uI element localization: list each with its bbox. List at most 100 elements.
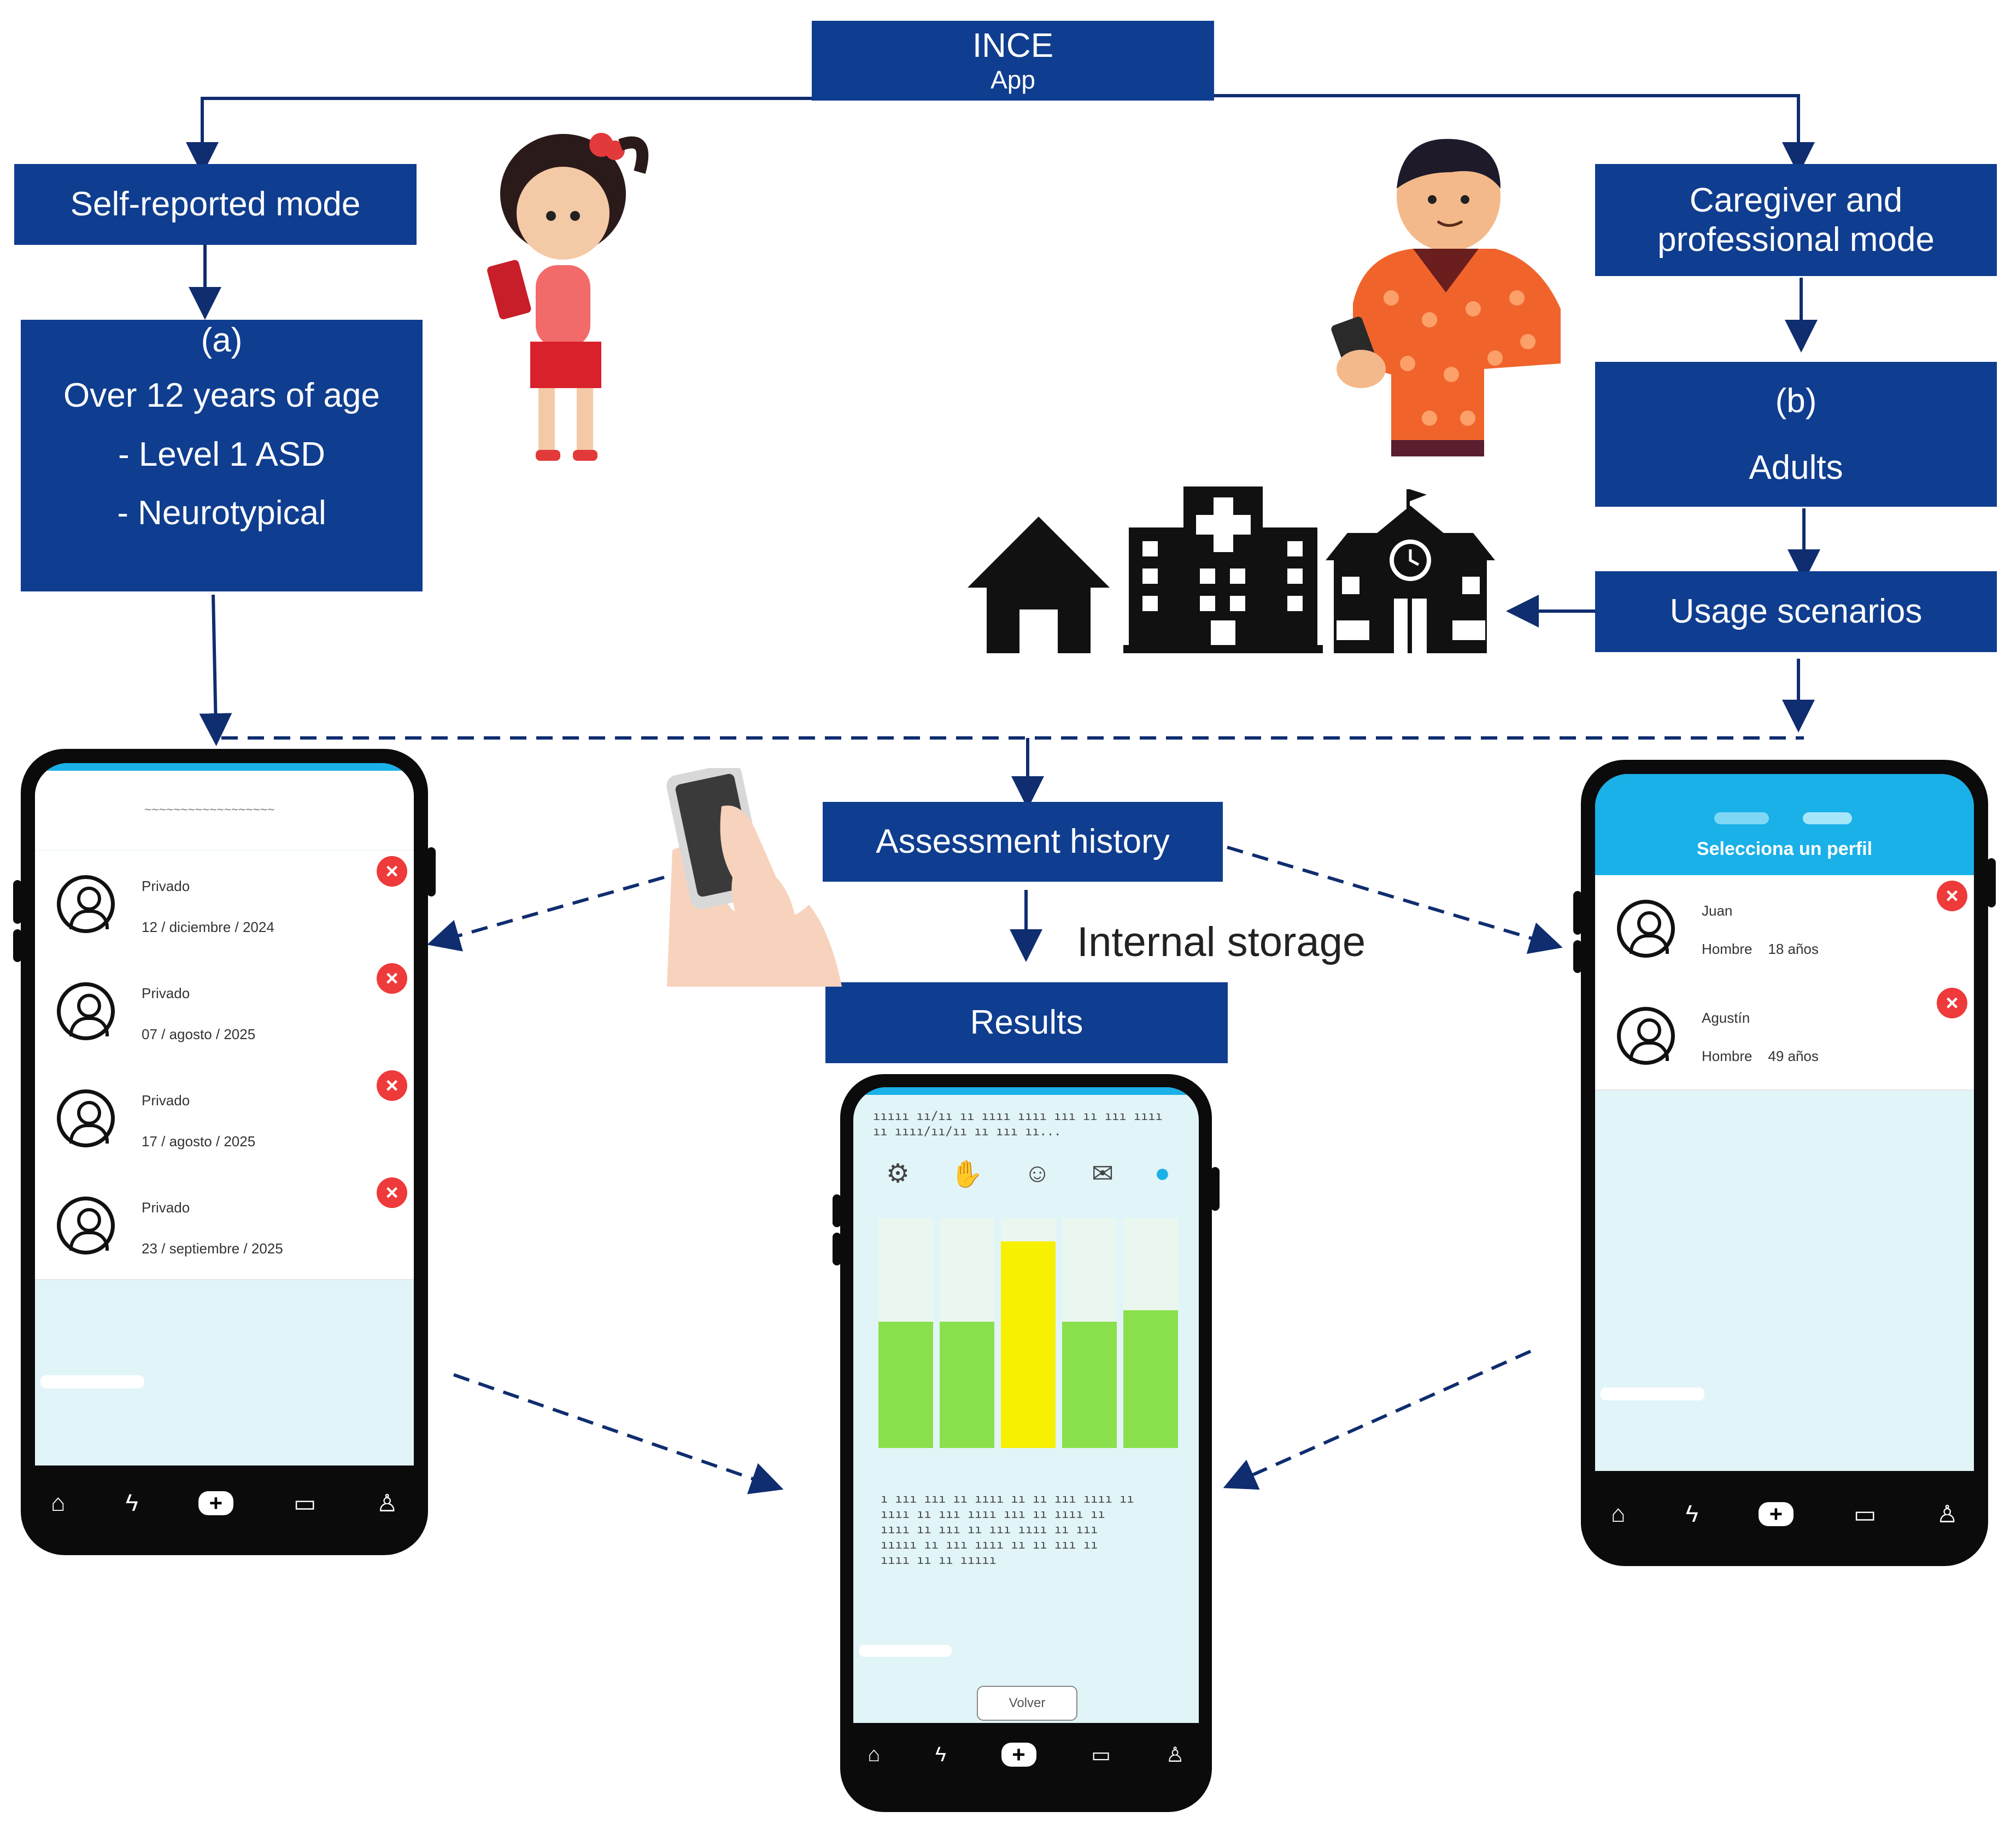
center-phone: ııııı ıı/ıı ıı ıııı ıııı ııı ıı ııı ıııı… xyxy=(833,1074,1220,1812)
profile-header: Selecciona un perfil xyxy=(1696,839,1873,859)
profile-b-line-1: Adults xyxy=(1749,448,1843,486)
add-icon[interactable]: + xyxy=(1758,1501,1794,1527)
hand-phone-icon xyxy=(666,768,842,987)
add-icon[interactable]: + xyxy=(198,1490,233,1516)
left-phone-screen: ~~~~~~~~~~~~~~~~~~ Privado 12 / diciembr… xyxy=(35,763,414,1465)
arrow-right-phone-results xyxy=(1223,1350,1532,1490)
bar-4 xyxy=(1062,1322,1117,1448)
list-item[interactable]: Juan Hombre 18 años × xyxy=(1595,875,1974,983)
bar-1 xyxy=(878,1322,933,1448)
user-icon[interactable]: ♙ xyxy=(1936,1500,1958,1528)
delete-icon[interactable]: × xyxy=(1937,881,1967,911)
bar-5 xyxy=(1123,1310,1178,1448)
item-title: Privado xyxy=(142,878,190,894)
bar-3 xyxy=(1001,1241,1056,1448)
home-icon[interactable]: ⌂ xyxy=(868,1743,881,1766)
arrow-root-left xyxy=(186,97,814,175)
item-date: 07 / agosto / 2025 xyxy=(142,1026,256,1042)
item-detail: Hombre 18 años xyxy=(1702,941,1819,957)
right-phone-screen: Selecciona un perfil Juan Hombre 18 años… xyxy=(1595,774,1974,1471)
list-item[interactable]: Privado 07 / agosto / 2025 × xyxy=(35,958,414,1066)
list-item[interactable]: Privado 17 / agosto / 2025 × xyxy=(35,1065,414,1173)
chat-icon: ✉ xyxy=(1092,1159,1114,1188)
usage-scenarios-box: Usage scenarios xyxy=(1595,571,1997,652)
item-date: 12 / diciembre / 2024 xyxy=(142,919,274,935)
item-date: 17 / agosto / 2025 xyxy=(142,1133,256,1150)
arrow-history-right-phone xyxy=(1227,846,1563,954)
user-icon[interactable]: ♙ xyxy=(376,1490,398,1517)
profile-a-label: (a) xyxy=(201,321,243,359)
results-chart xyxy=(878,1218,1178,1448)
list-item[interactable]: Privado 23 / septiembre / 2025 × xyxy=(35,1172,414,1280)
item-title: Privado xyxy=(142,1199,190,1216)
item-detail: Hombre 49 años xyxy=(1702,1048,1819,1064)
assessment-history-label: Assessment history xyxy=(876,823,1170,861)
item-title: Agustín xyxy=(1702,1010,1750,1026)
root-title: INCE xyxy=(972,26,1054,65)
bottom-nav: ⌂ ϟ + ▭ ♙ xyxy=(1581,1492,1988,1536)
profile-a-box: (a) Over 12 years of age - Level 1 ASD -… xyxy=(21,320,423,591)
arrow-left-down xyxy=(199,594,232,746)
bulb-icon: ● xyxy=(1154,1159,1170,1188)
assessment-history-box: Assessment history xyxy=(823,802,1223,882)
bottom-nav: ⌂ ϟ + ▭ ♙ xyxy=(840,1733,1212,1777)
bar-2 xyxy=(940,1322,994,1448)
item-title: Juan xyxy=(1702,902,1733,919)
card-icon[interactable]: ▭ xyxy=(1091,1743,1111,1767)
right-phone: Selecciona un perfil Juan Hombre 18 años… xyxy=(1573,760,1996,1566)
caregiver-mode-label: Caregiver and professional mode xyxy=(1657,181,1935,259)
delete-icon[interactable]: × xyxy=(377,1070,407,1101)
internal-storage-label: Internal storage xyxy=(1077,919,1366,965)
bottom-nav: ⌂ ϟ + ▭ ♙ xyxy=(21,1481,428,1525)
usage-scenarios-label: Usage scenarios xyxy=(1669,593,1923,631)
root-subtitle: App xyxy=(991,66,1035,95)
delete-icon[interactable]: × xyxy=(377,1177,407,1208)
results-label: Results xyxy=(970,1004,1083,1042)
center-phone-screen: ııııı ıı/ıı ıı ıııı ıııı ııı ıı ııı ıııı… xyxy=(853,1087,1199,1723)
results-box: Results xyxy=(825,982,1228,1063)
brain-icon: ⚙ xyxy=(886,1159,910,1188)
list-item[interactable]: Agustín Hombre 49 años × xyxy=(1595,982,1974,1091)
man-illustration xyxy=(1331,139,1561,456)
add-icon[interactable]: + xyxy=(1001,1742,1036,1767)
hospital-icon xyxy=(1123,486,1323,653)
lightning-icon[interactable]: ϟ xyxy=(1685,1500,1698,1527)
avatar xyxy=(57,1089,115,1147)
profile-a-line-2: - Level 1 ASD xyxy=(118,435,326,473)
card-icon[interactable]: ▭ xyxy=(1853,1500,1877,1528)
delete-icon[interactable]: × xyxy=(377,963,407,994)
avatar xyxy=(57,982,115,1040)
left-phone: ~~~~~~~~~~~~~~~~~~ Privado 12 / diciembr… xyxy=(13,749,436,1555)
avatar xyxy=(57,1197,115,1254)
user-icon[interactable]: ♙ xyxy=(1165,1743,1185,1767)
people-icon: ☺ xyxy=(1024,1159,1051,1188)
home-icon[interactable]: ⌂ xyxy=(1611,1500,1626,1527)
profile-a-line-1: Over 12 years of age xyxy=(63,377,380,415)
avatar xyxy=(1617,1007,1675,1065)
lightning-icon[interactable]: ϟ xyxy=(125,1490,138,1516)
self-reported-mode-label: Self-reported mode xyxy=(70,185,361,224)
self-reported-mode-box: Self-reported mode xyxy=(14,164,417,245)
delete-icon[interactable]: × xyxy=(1937,988,1967,1018)
profile-b-label: (b) xyxy=(1775,382,1817,420)
profile-a-line-3: - Neurotypical xyxy=(117,494,326,532)
school-icon xyxy=(1326,489,1495,653)
back-button[interactable]: Volver xyxy=(977,1686,1077,1721)
delete-icon[interactable]: × xyxy=(377,856,407,887)
item-date: 23 / septiembre / 2025 xyxy=(142,1240,283,1257)
item-title: Privado xyxy=(142,985,190,1001)
hands-icon: ✋ xyxy=(950,1160,983,1189)
list-item[interactable]: Privado 12 / diciembre / 2024 × xyxy=(35,851,414,959)
girl-illustration xyxy=(487,133,649,461)
profile-b-box: (b) Adults xyxy=(1595,362,1997,507)
arrow-root-right xyxy=(1214,94,1815,175)
avatar xyxy=(57,875,115,933)
lightning-icon[interactable]: ϟ xyxy=(935,1743,946,1766)
root-box: INCE App xyxy=(812,21,1214,101)
arrow-history-left-phone xyxy=(427,876,665,952)
house-icon xyxy=(968,517,1110,653)
item-title: Privado xyxy=(142,1092,190,1109)
home-icon[interactable]: ⌂ xyxy=(51,1490,66,1516)
card-icon[interactable]: ▭ xyxy=(293,1490,317,1517)
